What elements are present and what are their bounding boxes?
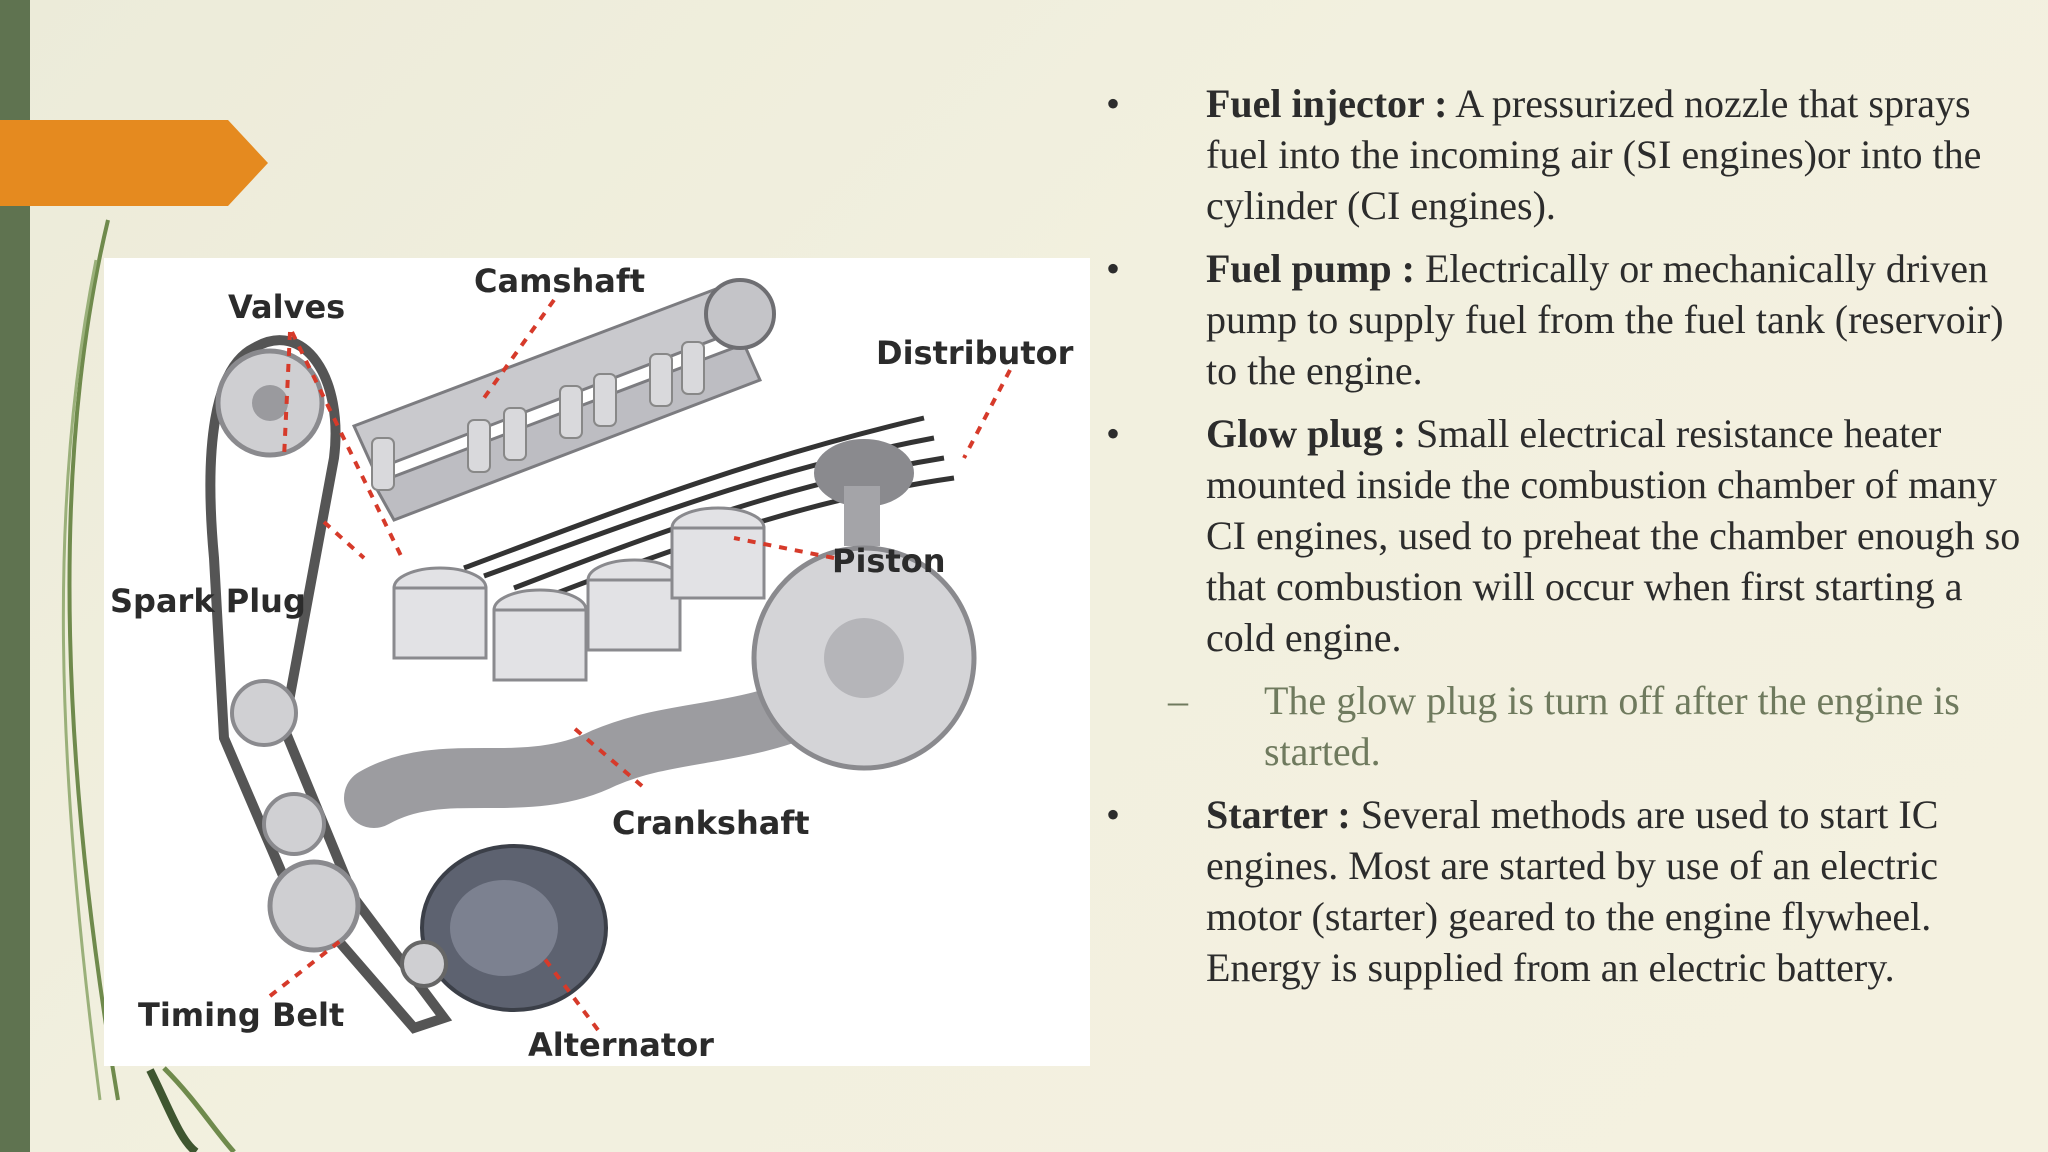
definitions-list: • Fuel injector : A pressurized nozzle t…: [1096, 78, 2036, 1005]
sub-bullet-text: The glow plug is turn off after the engi…: [1264, 678, 1960, 774]
definition-fuel-pump: Electrically or mechanically driven pump…: [1206, 246, 2004, 393]
label-timing-belt: Timing Belt: [138, 996, 345, 1034]
term-fuel-pump: Fuel pump :: [1206, 246, 1415, 291]
bullet-marker: •: [1106, 411, 1121, 456]
label-valves: Valves: [228, 288, 346, 326]
term-glow-plug: Glow plug :: [1206, 411, 1407, 456]
orange-arrow-shape: [0, 120, 268, 206]
dash-marker: –: [1168, 678, 1188, 723]
term-fuel-injector: Fuel injector :: [1206, 81, 1448, 126]
label-crankshaft: Crankshaft: [612, 804, 810, 842]
definition-fuel-injector: A pressurized nozzle that sprays fuel in…: [1206, 81, 1982, 228]
sub-bullet-glow-plug-off: – The glow plug is turn off after the en…: [1096, 675, 2036, 777]
bullet-fuel-pump: • Fuel pump : Electrically or mechanical…: [1096, 243, 2036, 396]
definition-glow-plug: Small electrical resistance heater mount…: [1206, 411, 2021, 660]
label-distributor: Distributor: [876, 334, 1074, 372]
bullet-starter: • Starter : Several methods are used to …: [1096, 789, 2036, 993]
definition-starter: Several methods are used to start IC eng…: [1206, 792, 1939, 990]
engine-diagram: Valves Camshaft Distributor Piston Spark…: [104, 258, 1090, 1066]
bullet-glow-plug: • Glow plug : Small electrical resistanc…: [1096, 408, 2036, 663]
bullet-marker: •: [1106, 81, 1121, 126]
term-starter: Starter :: [1206, 792, 1351, 837]
bullet-marker: •: [1106, 792, 1121, 837]
label-alternator: Alternator: [528, 1026, 714, 1064]
label-piston: Piston: [832, 542, 946, 580]
bullet-marker: •: [1106, 246, 1121, 291]
bullet-fuel-injector: • Fuel injector : A pressurized nozzle t…: [1096, 78, 2036, 231]
label-camshaft: Camshaft: [474, 262, 646, 300]
label-spark-plug: Spark Plug: [110, 582, 306, 620]
engine-illustration: [205, 278, 1012, 1034]
